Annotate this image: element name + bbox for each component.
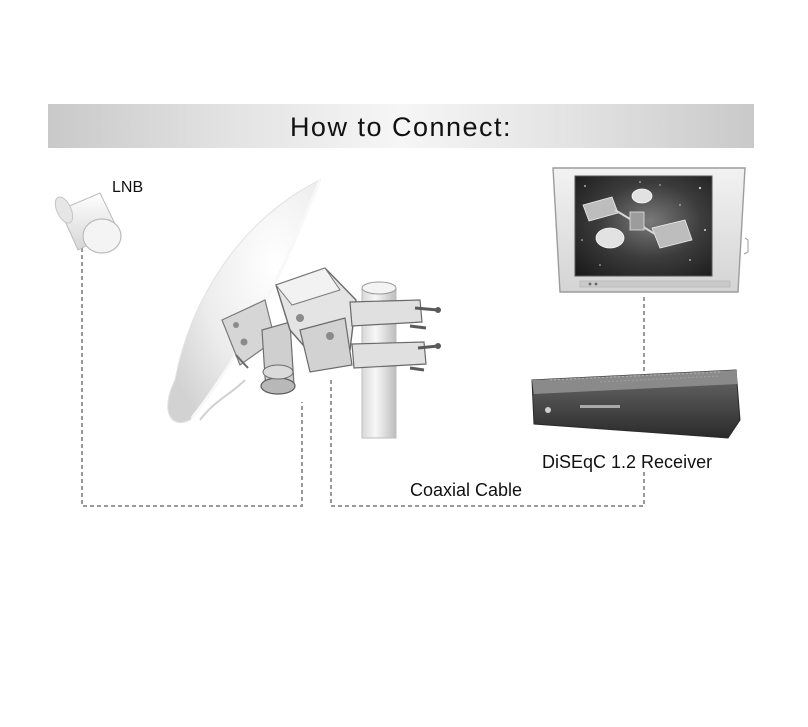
cable-left	[81, 248, 303, 507]
satellite-image	[582, 188, 693, 249]
satellite-dish-icon	[167, 178, 322, 423]
mast-pole-icon	[349, 281, 441, 439]
title-bar: How to Connect:	[48, 104, 754, 148]
lnb-label: LNB	[112, 179, 144, 196]
television-icon	[552, 167, 749, 293]
receiver-icon	[531, 369, 741, 439]
lnb-icon	[54, 192, 122, 254]
cable-right	[330, 296, 645, 507]
page-title: How to Connect:	[289, 112, 513, 142]
coaxial-cable-label: Coaxial Cable	[410, 480, 523, 500]
dish-mount-icon	[221, 267, 357, 395]
receiver-label: DiSEqC 1.2 Receiver	[542, 452, 713, 472]
